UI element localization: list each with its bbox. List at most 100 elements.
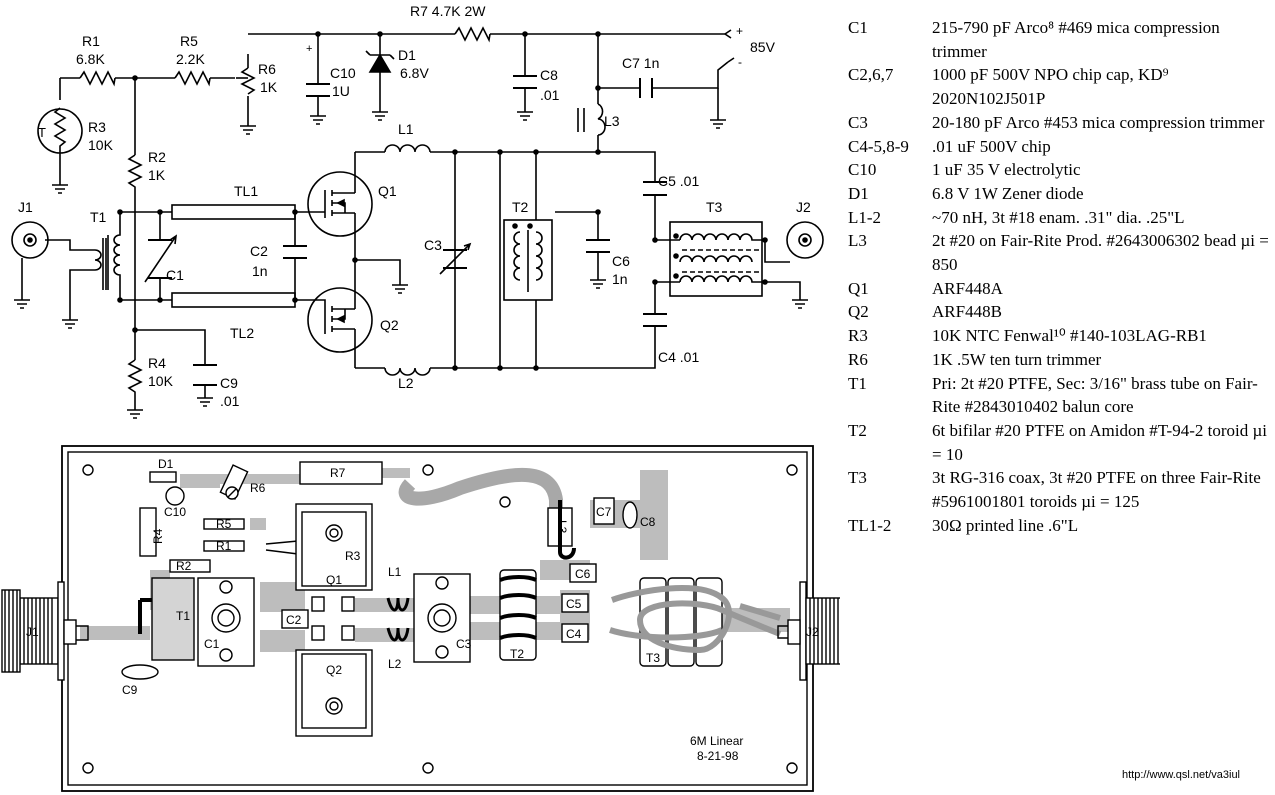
- label-r7: R7 4.7K 2W: [410, 3, 486, 19]
- l3-coil: [597, 103, 606, 136]
- label-c4: C4 .01: [658, 349, 699, 365]
- pcb-label-c6: C6: [575, 567, 591, 581]
- pcb-label-c1: C1: [204, 637, 220, 651]
- tl2-line: [171, 292, 296, 308]
- j2-jack: [777, 581, 840, 681]
- part-desc: .01 uF 500V chip: [932, 136, 1051, 156]
- label-q2: Q2: [380, 317, 399, 333]
- r7-supply-trace: [398, 467, 563, 520]
- pcb-label-r6: R6: [250, 481, 266, 495]
- label-t2: T2: [512, 199, 529, 215]
- label-r5: R5: [180, 33, 198, 49]
- pcb-label-t3: T3: [646, 651, 660, 665]
- source-url: http://www.qsl.net/va3iul: [1122, 769, 1241, 781]
- pcb-label-c5: C5: [566, 597, 582, 611]
- label-c8: C8: [540, 67, 558, 83]
- r6-wiper-mark: [227, 488, 237, 498]
- c10-plates: [306, 83, 330, 97]
- label-d1-value: 6.8V: [400, 65, 429, 81]
- l3-core: [577, 108, 585, 132]
- label-c10-polarity: +: [306, 43, 312, 55]
- junction-dots: [117, 31, 768, 371]
- j1-connector: [11, 221, 49, 259]
- label-t3: T3: [706, 199, 723, 215]
- t1-wire: [138, 598, 152, 634]
- q2-package: [295, 625, 373, 737]
- l1-coil: [384, 144, 431, 153]
- label-t1: T1: [90, 209, 107, 225]
- label-r6: R6: [258, 61, 276, 77]
- pcb-layout: D1 R6 R7 C10 R4 R5 R1 R3 R2 Q1 L1 T1 C1 …: [1, 445, 840, 792]
- label-c6-value: 1n: [612, 271, 628, 287]
- part-ref: R6: [848, 349, 868, 369]
- label-supply-minus: -: [738, 55, 742, 69]
- label-c6: C6: [612, 253, 630, 269]
- part-desc: ARF448A: [932, 278, 1003, 298]
- l3-bead: [547, 500, 576, 560]
- parts-list-row: TL1-2 30Ω printed line .6"L: [848, 514, 1273, 538]
- pcb-label-r1: R1: [216, 539, 232, 553]
- q1-mosfet: [307, 171, 373, 237]
- part-desc: 30Ω printed line .6"L: [932, 515, 1079, 535]
- c8-plates: [513, 75, 537, 89]
- part-desc: 6t bifilar #20 PTFE on Amidon #T-94-2 to…: [932, 420, 1267, 464]
- label-tl2: TL2: [230, 325, 254, 341]
- inductors: [384, 103, 606, 376]
- r4-zigzag: [127, 359, 143, 393]
- part-ref: L1-2: [848, 207, 882, 227]
- r1-zigzag: [79, 70, 116, 87]
- l1-l2-coils: [386, 597, 410, 642]
- c3-trimmer: [413, 573, 471, 663]
- t3-toroids: [609, 577, 782, 667]
- part-desc: 1 uF 35 V electrolytic: [932, 160, 1081, 180]
- label-r5-value: 2.2K: [176, 51, 205, 67]
- tl1-line: [171, 204, 296, 220]
- label-r4-value: 10K: [148, 373, 174, 389]
- q2-mosfet: [307, 287, 373, 353]
- t2-toroid: [499, 569, 537, 661]
- c9-body: [121, 664, 159, 680]
- part-ref: TL1-2: [848, 515, 892, 535]
- pcb-label-c8: C8: [640, 515, 656, 529]
- c7-plates: [639, 78, 653, 98]
- parts-list-row: L1-2~70 nH, 3t #18 enam. .31" dia. .25"L: [848, 206, 1273, 230]
- pcb-label-c10: C10: [164, 505, 186, 519]
- pcb-label-r2: R2: [176, 559, 192, 573]
- pcb-label-c2: C2: [286, 613, 302, 627]
- part-desc: ARF448B: [932, 302, 1002, 322]
- t2-transformer: [503, 219, 553, 301]
- c8-body: [622, 501, 638, 529]
- r6-zigzag: [240, 67, 256, 95]
- pcb-date: 8-21-98: [697, 749, 739, 763]
- c1-trimmer: [197, 577, 255, 667]
- pcb-title: 6M Linear: [690, 734, 743, 748]
- r5-zigzag: [174, 70, 211, 87]
- label-c1: C1: [166, 267, 184, 283]
- pcb-label-c3: C3: [456, 637, 472, 651]
- c9-plates: [193, 364, 217, 386]
- j2-connector: [786, 221, 824, 259]
- c6-plates: [586, 239, 610, 253]
- r2-zigzag: [127, 154, 143, 192]
- label-r1-value: 6.8K: [76, 51, 105, 67]
- part-desc: 10K NTC Fenwal¹⁰ #140-103LAG-RB1: [932, 326, 1207, 346]
- pcb-label-c7: C7: [596, 505, 612, 519]
- label-c5: C5 .01: [658, 173, 699, 189]
- label-c8-value: .01: [540, 87, 560, 103]
- label-l2: L2: [398, 375, 414, 391]
- part-ref: L3: [848, 231, 867, 251]
- label-r1: R1: [82, 33, 100, 49]
- t3-transformer: [669, 221, 765, 297]
- part-ref: T2: [848, 420, 867, 440]
- t1-transformer: [94, 212, 121, 300]
- label-c7: C7 1n: [622, 55, 659, 71]
- trimmer-arrows: [144, 234, 472, 283]
